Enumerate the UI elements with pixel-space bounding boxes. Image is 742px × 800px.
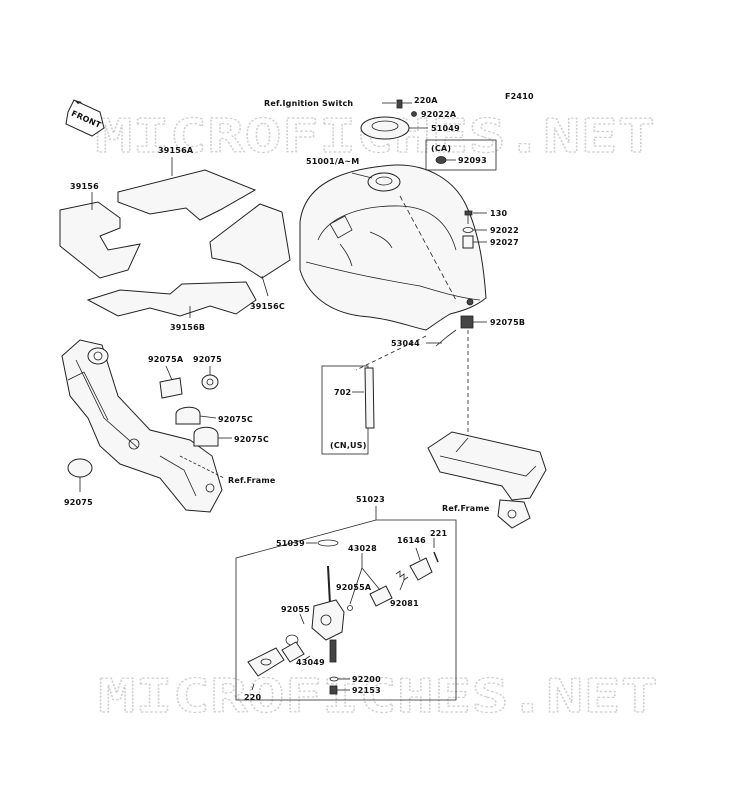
label-ref-frame-left: Ref.Frame bbox=[228, 476, 276, 485]
hose-53044 bbox=[355, 329, 457, 371]
ca-box bbox=[425, 139, 497, 171]
label-220a: 220A bbox=[414, 96, 438, 105]
label-ca: (CA) bbox=[431, 144, 451, 153]
fuel-cap bbox=[360, 116, 428, 140]
label-92200: 92200 bbox=[352, 675, 381, 684]
label-221: 221 bbox=[430, 529, 448, 538]
label-ref-frame-right: Ref.Frame bbox=[442, 504, 490, 513]
fuel-cock-parts bbox=[247, 538, 439, 695]
label-43028: 43028 bbox=[348, 544, 377, 553]
label-43049: 43049 bbox=[296, 658, 325, 667]
label-92075a: 92075A bbox=[148, 355, 184, 364]
screw-220a bbox=[396, 99, 412, 109]
label-220: 220 bbox=[244, 693, 262, 702]
label-92055a: 92055A bbox=[336, 583, 372, 592]
label-cn-us: (CN,US) bbox=[330, 441, 367, 450]
seat-pads bbox=[59, 157, 291, 318]
label-51023: 51023 bbox=[356, 495, 385, 504]
label-16146: 16146 bbox=[397, 536, 426, 545]
label-92022: 92022 bbox=[490, 226, 519, 235]
watermark-bottom: MICROFICHES.NET bbox=[98, 669, 658, 723]
label-51039: 51039 bbox=[276, 539, 305, 548]
label-39156: 39156 bbox=[70, 182, 99, 191]
fuel-cock-box bbox=[235, 506, 457, 701]
label-92075c-1: 92075C bbox=[218, 415, 253, 424]
label-39156c: 39156C bbox=[250, 302, 285, 311]
ref-ignition-switch: Ref.Ignition Switch bbox=[264, 99, 353, 108]
label-92153: 92153 bbox=[352, 686, 381, 695]
label-51049: 51049 bbox=[431, 124, 460, 133]
figure-code: F2410 bbox=[505, 92, 534, 101]
label-92081: 92081 bbox=[390, 599, 419, 608]
label-92027: 92027 bbox=[490, 238, 519, 247]
mount-stack bbox=[460, 210, 487, 438]
hose-702-box bbox=[321, 365, 375, 455]
label-130: 130 bbox=[490, 209, 508, 218]
front-arrow-icon: FRONT bbox=[65, 99, 105, 137]
label-51001: 51001/A~M bbox=[306, 157, 359, 166]
label-39156b: 39156B bbox=[170, 323, 205, 332]
label-92093: 92093 bbox=[458, 156, 487, 165]
label-92075c-2: 92075C bbox=[234, 435, 269, 444]
label-53044: 53044 bbox=[391, 339, 420, 348]
label-92075-left: 92075 bbox=[64, 498, 93, 507]
label-92075b: 92075B bbox=[490, 318, 525, 327]
frame-right bbox=[427, 431, 547, 529]
label-39156a: 39156A bbox=[158, 146, 194, 155]
label-92075-top: 92075 bbox=[193, 355, 222, 364]
mount-rubbers bbox=[67, 365, 232, 492]
fuel-tank bbox=[299, 164, 487, 331]
label-92055: 92055 bbox=[281, 605, 310, 614]
frame-left bbox=[61, 339, 223, 513]
label-702: 702 bbox=[334, 388, 351, 397]
label-92022a: 92022A bbox=[421, 110, 457, 119]
